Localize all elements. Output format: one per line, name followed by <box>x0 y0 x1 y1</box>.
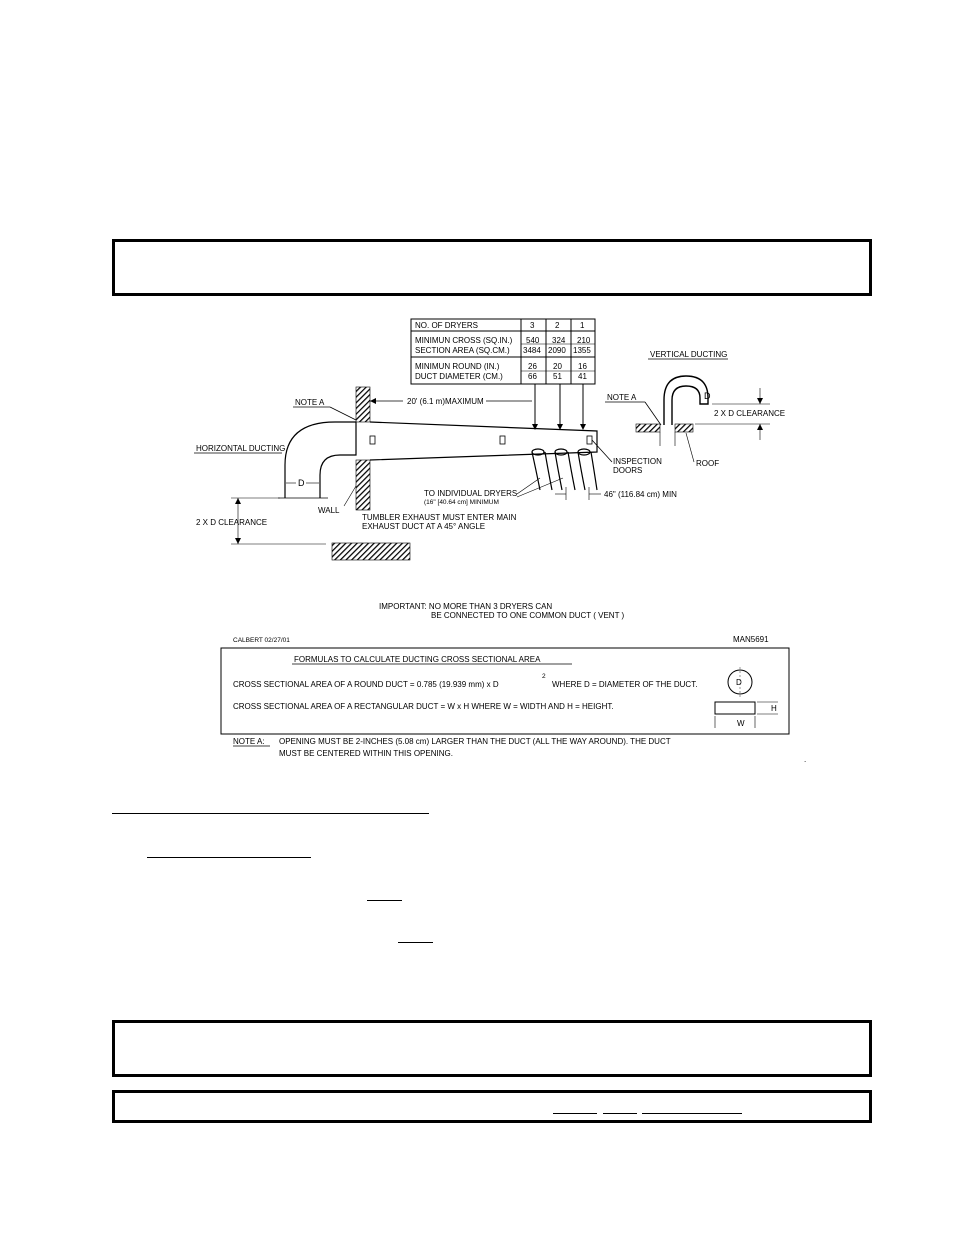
max-length-label: 20' (6.1 m)MAXIMUM <box>407 397 484 406</box>
table-col-1: 1 <box>580 321 585 330</box>
row2-v1-b: 20 <box>553 362 562 371</box>
to-dryers-label-2: (16" [40.64 cm] MINIMUM <box>424 499 499 506</box>
important-note-2: BE CONNECTED TO ONE COMMON DUCT ( VENT ) <box>431 611 625 620</box>
inspection-label-2: DOORS <box>613 466 642 475</box>
formula-round-tail: WHERE D = DIAMETER OF THE DUCT. <box>552 680 697 689</box>
underline-rule-2 <box>147 857 311 858</box>
to-dryers-label-1: TO INDIVIDUAL DRYERS <box>424 489 517 498</box>
table-header: NO. OF DRYERS <box>415 321 478 330</box>
footer-rule-2 <box>603 1113 637 1114</box>
main-exhaust-duct <box>369 421 598 461</box>
underline-rule-4 <box>398 942 433 943</box>
floor-hatch <box>331 542 411 561</box>
formula-rect: CROSS SECTIONAL AREA OF A RECTANGULAR DU… <box>233 702 614 711</box>
table-col-2: 2 <box>555 321 560 330</box>
wall-label: WALL <box>318 506 340 515</box>
rect-h-label: H <box>771 704 777 713</box>
row2-v1-a: 26 <box>528 362 537 371</box>
row2-v2-b: 51 <box>553 372 562 381</box>
left-elbow-duct <box>284 421 357 498</box>
circle-d-label: D <box>736 678 742 687</box>
round-duct-symbol <box>727 669 753 695</box>
footer-rule-3 <box>642 1113 742 1114</box>
rect-duct-symbol <box>714 701 756 715</box>
drawing-signature: CALBERT 02/27/01 <box>233 637 290 644</box>
vertical-duct <box>663 375 709 425</box>
row1-v1-a: 540 <box>526 336 540 345</box>
roof-hatch-left <box>635 423 661 433</box>
note-a-heading: NOTE A: <box>233 737 265 746</box>
note-a-left-label: NOTE A <box>295 398 325 407</box>
table-col-3: 3 <box>530 321 535 330</box>
row2-label1: MINIMUN ROUND (IN.) <box>415 362 500 371</box>
underline-rule-3 <box>367 900 402 901</box>
row1-v1-c: 210 <box>577 336 591 345</box>
underline-rule-1 <box>112 813 429 814</box>
d-dimension-label: D <box>298 478 305 488</box>
row1-v2-c: 1355 <box>573 346 591 355</box>
clearance-left-label: 2 X D CLEARANCE <box>196 518 267 527</box>
formulas-title: FORMULAS TO CALCULATE DUCTING CROSS SECT… <box>294 655 541 664</box>
exhaust-note-2: EXHAUST DUCT AT A 45° ANGLE <box>362 522 485 531</box>
row1-label1: MINIMUN CROSS (SQ.IN.) <box>415 336 513 345</box>
vertical-ducting-label: VERTICAL DUCTING <box>650 350 727 359</box>
inspection-label-1: INSPECTION <box>613 457 662 466</box>
stray-mark: . <box>804 755 806 764</box>
wall-hatch-lower <box>355 459 371 511</box>
row2-v2-a: 66 <box>528 372 537 381</box>
roof-hatch-right <box>674 423 694 433</box>
formula-round: CROSS SECTIONAL AREA OF A ROUND DUCT = 0… <box>233 680 499 689</box>
formula-round-exponent: 2 <box>542 673 546 680</box>
formulas-box <box>220 647 790 735</box>
note-a-text-1: OPENING MUST BE 2-INCHES (5.08 cm) LARGE… <box>279 737 671 746</box>
footer-rule-1 <box>553 1113 597 1114</box>
document-id: MAN5691 <box>733 635 769 644</box>
note-a-right-label: NOTE A <box>607 393 637 402</box>
rect-w-label: W <box>737 719 745 728</box>
roof-label: ROOF <box>696 459 719 468</box>
dryer-table: NO. OF DRYERS 3 2 1 MINIMUN CROSS (SQ.IN… <box>410 318 596 385</box>
row1-v1-b: 324 <box>552 336 566 345</box>
min-spacing-label: 46" (116.84 cm) MIN <box>604 490 677 499</box>
exhaust-note-1: TUMBLER EXHAUST MUST ENTER MAIN <box>362 513 517 522</box>
horizontal-ducting-label: HORIZONTAL DUCTING <box>196 444 285 453</box>
dryer-connections <box>531 448 598 491</box>
note-a-text-2: MUST BE CENTERED WITHIN THIS OPENING. <box>279 749 453 758</box>
bottom-callout-box <box>112 1020 872 1077</box>
wall-hatch-upper <box>355 386 371 423</box>
row1-label2: SECTION AREA (SQ.CM.) <box>415 346 510 355</box>
row1-v2-b: 2090 <box>548 346 566 355</box>
row1-v2-a: 3484 <box>523 346 541 355</box>
row2-v1-c: 16 <box>578 362 587 371</box>
top-callout-box <box>112 239 872 296</box>
footer-box <box>112 1090 872 1123</box>
d-vertical-label: D <box>704 391 711 401</box>
clearance-right-label: 2 X D CLEARANCE <box>714 409 785 418</box>
important-note-1: IMPORTANT: NO MORE THAN 3 DRYERS CAN <box>379 602 552 611</box>
row2-label2: DUCT DIAMETER (CM.) <box>415 372 503 381</box>
row2-v2-c: 41 <box>578 372 587 381</box>
